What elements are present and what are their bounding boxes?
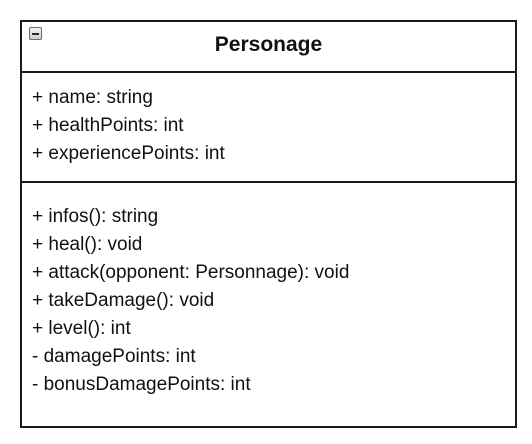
operation-item: + attack(opponent: Personnage): void bbox=[32, 262, 350, 283]
operation-item: - bonusDamagePoints: int bbox=[32, 374, 251, 395]
attribute-item: + experiencePoints: int bbox=[32, 143, 225, 164]
operation-item: + infos(): string bbox=[32, 206, 159, 227]
operation-item: - damagePoints: int bbox=[32, 346, 196, 367]
attribute-item: + name: string bbox=[32, 87, 153, 108]
operations-compartment: + infos(): string + heal(): void + attac… bbox=[22, 183, 515, 399]
operation-item: + heal(): void bbox=[32, 234, 143, 255]
class-header: Personage bbox=[22, 22, 515, 73]
attribute-item: + healthPoints: int bbox=[32, 115, 184, 136]
collapse-minus-icon[interactable] bbox=[29, 27, 42, 40]
operation-item: + takeDamage(): void bbox=[32, 290, 215, 311]
uml-class-box[interactable]: Personage + name: string + healthPoints:… bbox=[20, 20, 517, 428]
operation-item: + level(): int bbox=[32, 318, 131, 339]
class-name: Personage bbox=[214, 33, 323, 56]
attributes-compartment: + name: string + healthPoints: int + exp… bbox=[22, 73, 515, 183]
